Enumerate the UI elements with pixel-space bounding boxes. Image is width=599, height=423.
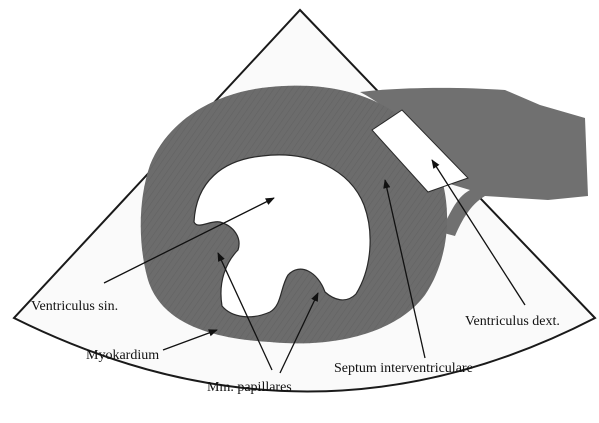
label-ventriculus-sin: Ventriculus sin. xyxy=(31,299,118,314)
label-septum-interventriculare: Septum interventriculare xyxy=(334,361,473,376)
label-ventriculus-dext: Ventriculus dext. xyxy=(465,314,560,329)
label-myokardium: Myokardium xyxy=(86,348,159,363)
label-mm-papillares: Mm. papillares xyxy=(207,380,292,395)
